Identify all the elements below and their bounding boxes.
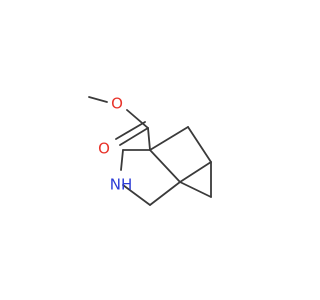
bond-carbonyl-double-1 xyxy=(119,127,149,146)
bond-c8-c6 xyxy=(187,126,212,163)
ester-oxygen-label: O xyxy=(111,95,123,113)
bond-c7-bridgehead xyxy=(149,149,181,183)
structure-canvas: O O NH xyxy=(88,94,212,206)
bond-methyl-o xyxy=(88,96,108,103)
carbonyl-oxygen-label: O xyxy=(98,140,110,158)
molecule-structure: O O NH xyxy=(88,95,212,206)
bond-carbonyl-double-2 xyxy=(115,121,146,140)
bond-n-c1 xyxy=(120,149,124,171)
bond-c7-c8 xyxy=(149,126,189,151)
amine-label: NH xyxy=(110,176,133,194)
bond-c2-n xyxy=(122,184,151,206)
bond-c5-c4 xyxy=(179,181,212,198)
bond-carbonyl-c7 xyxy=(147,127,151,151)
bond-c4-c2 xyxy=(149,181,181,206)
bond-o-carbonyl xyxy=(126,109,149,129)
bond-c6-c4 xyxy=(179,161,212,183)
